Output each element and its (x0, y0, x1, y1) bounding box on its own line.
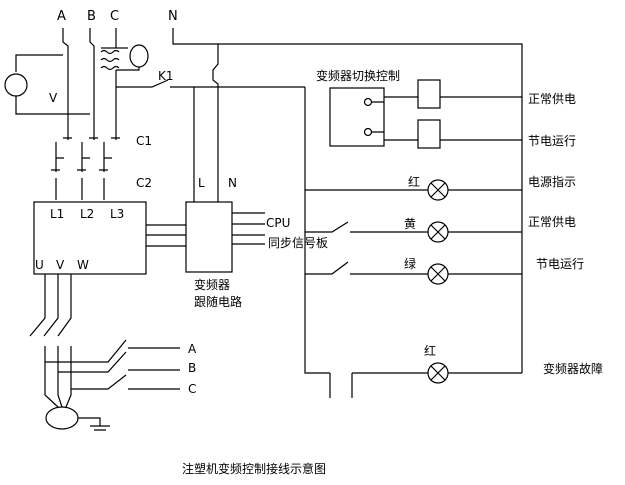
inverter-input-l3: L3 (110, 207, 124, 221)
contactor-c1: C1 (55, 130, 152, 159)
c2-label: C2 (136, 176, 152, 190)
normal-supply-lamp: 黄 正常供电 (305, 215, 576, 243)
normal-supply-label: 正常供电 (528, 92, 576, 106)
phase-b-label: B (87, 9, 96, 24)
switch-control-box: 变频器切换控制 正常供电 节电运行 (316, 68, 576, 149)
k1-relay-coil: K1 (100, 44, 174, 83)
k1-label: K1 (158, 69, 174, 83)
inverter-input-l1: L1 (50, 207, 64, 221)
follower-title-2: 跟随电路 (194, 294, 242, 309)
neutral-label: N (168, 9, 178, 24)
lamp-red2-label: 红 (424, 343, 436, 358)
energy-saving-label-2: 节电运行 (536, 257, 584, 271)
bottom-phase-c: C (188, 382, 196, 396)
inverter-fault-lamp: 红 变频器故障 (329, 343, 603, 398)
inverter-output-v: V (56, 258, 65, 272)
follower-circuit: L N CPU 同步信号板 变频器 跟随电路 (185, 44, 328, 309)
sync-board-label: 同步信号板 (268, 236, 328, 250)
switch-control-title: 变频器切换控制 (316, 68, 400, 83)
lamp-yellow-label: 黄 (404, 217, 416, 231)
phase-wires-top (62, 28, 117, 130)
phase-a-label: A (57, 9, 66, 24)
inverter-fault-label: 变频器故障 (543, 361, 603, 376)
contactor-c2: C2 (51, 158, 152, 200)
energy-saving-label: 节电运行 (528, 134, 576, 148)
cpu-label: CPU (266, 216, 290, 230)
phase-c-label: C (110, 9, 119, 24)
energy-saving-lamp: 绿 节电运行 (305, 256, 584, 285)
voltmeter-label: V (49, 91, 58, 105)
diagram-title: 注塑机变频控制接线示意图 (182, 461, 326, 476)
neutral-wire (172, 28, 523, 373)
bypass-switches: A B C (45, 339, 197, 396)
lamp-green-label: 绿 (404, 256, 416, 271)
power-indicator-lamp: 红 电源指示 (305, 174, 576, 201)
c1-label: C1 (136, 134, 152, 148)
control-bus (304, 87, 330, 374)
follower-input-l: L (198, 176, 205, 190)
motor (45, 406, 110, 431)
power-indicator-label: 电源指示 (528, 174, 576, 189)
inverter-box: L1 L2 L3 U V W (33, 201, 147, 275)
normal-supply-label-2: 正常供电 (528, 215, 576, 229)
bottom-phase-a: A (188, 342, 197, 356)
voltmeter: V (4, 54, 90, 115)
motor-feed (29, 274, 72, 408)
k1-contact (116, 79, 305, 88)
lamp-red-label: 红 (408, 174, 420, 189)
follower-title-1: 变频器 (194, 277, 230, 292)
inverter-input-l2: L2 (80, 207, 94, 221)
inverter-signal-lines (146, 224, 186, 247)
follower-input-n: N (228, 176, 237, 190)
inverter-output-w: W (77, 258, 89, 272)
bottom-phase-b: B (188, 361, 196, 375)
inverter-output-u: U (35, 258, 44, 272)
